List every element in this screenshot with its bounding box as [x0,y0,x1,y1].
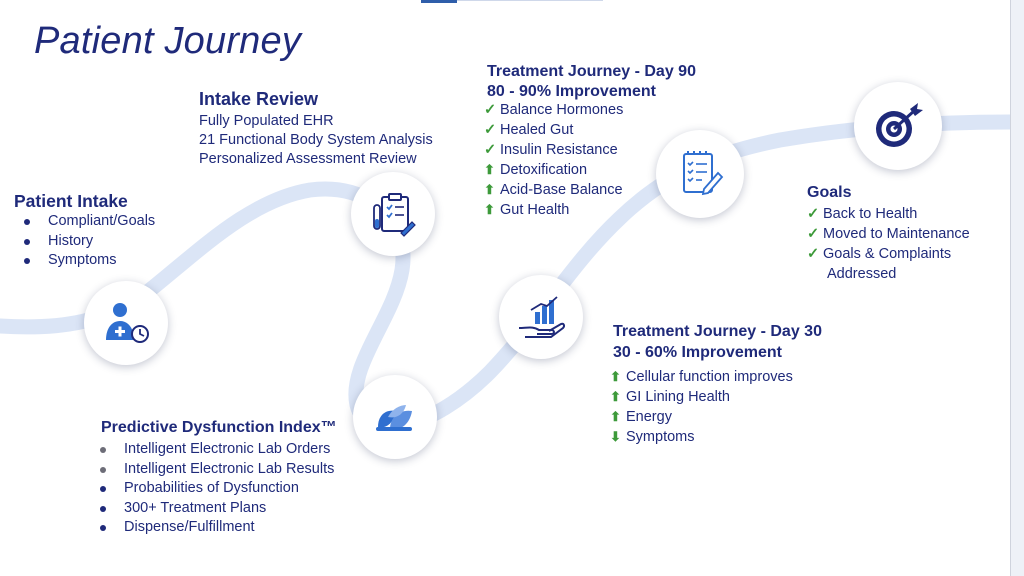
list-item: Intelligent Electronic Lab Results [92,460,334,480]
predictive-list: Intelligent Electronic Lab Orders Intell… [92,440,334,538]
list-item: History [16,232,155,252]
list-item: ⬆Cellular function improves [610,369,793,385]
list-item: Addressed [827,266,897,282]
list-item: ✓Goals & Complaints [807,246,952,262]
list-item: Probabilities of Dysfunction [92,479,334,499]
day30-circle [499,275,583,359]
arrow-up-icon: ⬆ [610,409,621,424]
list-item: Compliant/Goals [16,212,155,232]
right-edge-divider [1010,0,1011,576]
intake-review-line: Personalized Assessment Review [199,151,417,167]
patient-intake-list: Compliant/Goals History Symptoms [16,212,155,271]
page-title: Patient Journey [34,20,302,62]
day90-heading: Treatment Journey - Day 90 [487,63,696,80]
intake-review-heading: Intake Review [199,89,319,109]
arrow-down-icon: ⬇ [610,429,621,444]
patient-clock-icon [106,303,149,343]
list-item: ✓Insulin Resistance [484,142,618,158]
predictive-circle [353,375,437,459]
patient-intake-circle [84,281,168,365]
checkmark-icon: ✓ [807,206,820,222]
list-item: Symptoms [16,251,155,271]
goals-list: ✓Back to Health ✓Moved to Maintenance ✓G… [807,204,970,284]
goals-heading: Goals [807,184,852,201]
list-item: ⬆GI Lining Health [610,389,730,405]
top-accent-line [457,0,603,1]
list-item: ⬆Gut Health [484,202,570,218]
day30-subheading: 30 - 60% Improvement [613,344,782,361]
checklist-pencil-icon [683,151,724,196]
list-item: Intelligent Electronic Lab Orders [92,440,334,460]
checkmark-icon: ✓ [807,226,820,242]
right-edge-panel [1010,0,1024,576]
intake-review-line: 21 Functional Body System Analysis [199,132,433,148]
arrow-up-icon: ⬆ [610,389,621,404]
day30-headings: Treatment Journey - Day 30 30 - 60% Impr… [613,321,822,363]
checkmark-icon: ✓ [807,246,820,262]
day90-list: ✓Balance Hormones ✓Healed Gut ✓Insulin R… [484,100,623,220]
leaf-cluster-icon [376,405,412,431]
goals-circle [854,82,942,170]
day30-list: ⬆Cellular function improves ⬆GI Lining H… [610,367,793,447]
list-item: Dispense/Fulfillment [92,518,334,538]
target-arrow-icon [876,103,923,147]
day30-heading: Treatment Journey - Day 30 [613,323,822,340]
list-item: ⬇Symptoms [610,429,695,445]
intake-review-circle [351,172,435,256]
checkmark-icon: ✓ [484,122,497,138]
list-item: ✓Back to Health [807,206,918,222]
arrow-up-icon: ⬆ [484,182,495,197]
arrow-up-icon: ⬆ [610,369,621,384]
arrow-up-icon: ⬆ [484,202,495,217]
checkmark-icon: ✓ [484,102,497,118]
list-item: ✓Healed Gut [484,122,574,138]
checkmark-icon: ✓ [484,142,497,158]
day90-headings: Treatment Journey - Day 90 80 - 90% Impr… [487,62,696,102]
patient-intake-heading: Patient Intake [14,191,128,211]
list-item: ✓Moved to Maintenance [807,226,970,242]
list-item: 300+ Treatment Plans [92,499,334,519]
day90-circle [656,130,744,218]
day90-subheading: 80 - 90% Improvement [487,83,656,100]
list-item: ⬆Acid-Base Balance [484,182,623,198]
list-item: ⬆Detoxification [484,162,588,178]
list-item: ⬆Energy [610,409,672,425]
arrow-up-icon: ⬆ [484,162,495,177]
top-accent-bar [421,0,457,3]
intake-review-lines: Fully Populated EHR 21 Functional Body S… [199,112,433,169]
list-item: ✓Balance Hormones [484,102,624,118]
intake-review-line: Fully Populated EHR [199,113,334,129]
clipboard-test-tube-icon [373,193,416,237]
predictive-heading: Predictive Dysfunction Index™ [101,419,337,436]
hand-growth-chart-icon [518,296,566,338]
